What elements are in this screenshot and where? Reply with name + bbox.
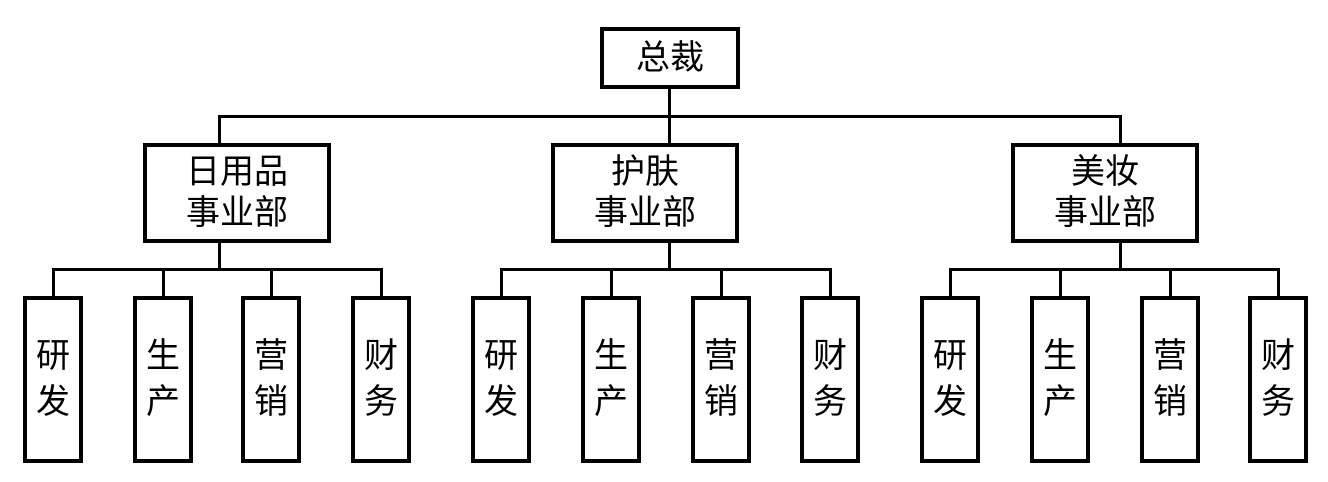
department-node-label: 研 发 xyxy=(36,335,70,422)
connector-dept-1-3 xyxy=(270,268,273,298)
connector-dept-3-1 xyxy=(949,268,952,298)
division-node-label: 日用品 事业部 xyxy=(186,151,288,233)
connector-div-2-bus xyxy=(500,268,832,271)
department-node-label: 研 发 xyxy=(933,335,967,422)
department-node-box: 财 务 xyxy=(800,296,860,463)
connector-dept-3-2 xyxy=(1059,268,1062,298)
department-node-label: 营 销 xyxy=(1153,335,1187,422)
department-node-box: 生 产 xyxy=(1030,296,1090,463)
connector-div-3-bus xyxy=(949,268,1280,271)
division-node-box: 美妆 事业部 xyxy=(1011,143,1199,243)
connector-dept-1-2 xyxy=(162,268,165,298)
division-node-label: 护肤 事业部 xyxy=(594,151,696,233)
department-node-label: 生 产 xyxy=(1043,335,1077,422)
department-node-box: 生 产 xyxy=(133,296,193,463)
department-node-box: 研 发 xyxy=(471,296,531,463)
connector-dept-2-4 xyxy=(829,268,832,298)
department-node-label: 财 务 xyxy=(364,335,398,422)
root-node-box: 总裁 xyxy=(600,27,740,89)
division-node-box: 日用品 事业部 xyxy=(143,143,331,243)
root-node-label: 总裁 xyxy=(636,37,704,78)
connector-div-2-down xyxy=(668,243,671,270)
department-node-box: 财 务 xyxy=(351,296,411,463)
department-node-box: 营 销 xyxy=(241,296,301,463)
department-node-label: 研 发 xyxy=(484,335,518,422)
connector-div-3-up xyxy=(1119,115,1122,145)
connector-dept-2-1 xyxy=(500,268,503,298)
department-node-label: 营 销 xyxy=(704,335,738,422)
connector-div-2-up xyxy=(668,115,671,145)
connector-dept-2-2 xyxy=(610,268,613,298)
department-node-box: 财 务 xyxy=(1248,296,1308,463)
department-node-box: 营 销 xyxy=(1140,296,1200,463)
connector-dept-2-3 xyxy=(720,268,723,298)
division-node-label: 美妆 事业部 xyxy=(1054,151,1156,233)
division-node-box: 护肤 事业部 xyxy=(551,143,739,243)
connector-dept-3-4 xyxy=(1277,268,1280,298)
department-node-label: 财 务 xyxy=(1261,335,1295,422)
connector-dept-1-4 xyxy=(380,268,383,298)
department-node-box: 生 产 xyxy=(581,296,641,463)
connector-div-1-bus xyxy=(52,268,383,271)
connector-dept-1-1 xyxy=(52,268,55,298)
department-node-label: 生 产 xyxy=(146,335,180,422)
department-node-label: 财 务 xyxy=(813,335,847,422)
department-node-label: 营 销 xyxy=(254,335,288,422)
department-node-box: 营 销 xyxy=(691,296,751,463)
department-node-box: 研 发 xyxy=(23,296,83,463)
connector-root-down xyxy=(668,89,671,117)
connector-dept-3-3 xyxy=(1169,268,1172,298)
connector-div-3-down xyxy=(1119,243,1122,270)
connector-div-1-up xyxy=(218,115,221,145)
connector-div-1-down xyxy=(218,243,221,270)
department-node-box: 研 发 xyxy=(920,296,980,463)
department-node-label: 生 产 xyxy=(594,335,628,422)
